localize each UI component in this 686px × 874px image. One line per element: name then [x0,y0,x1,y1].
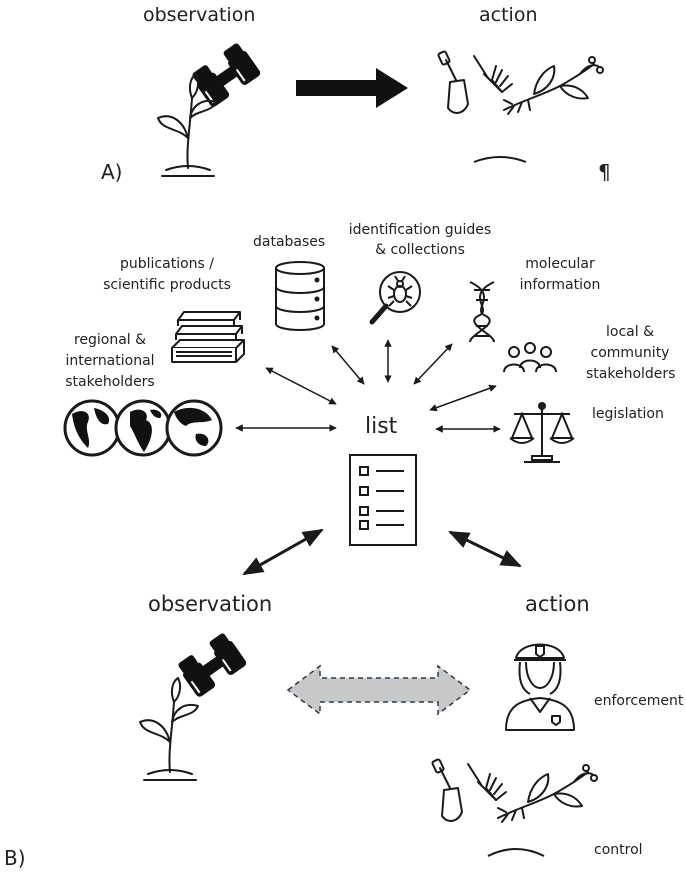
panel-a-action-label: action [479,4,538,26]
checklist-icon [349,454,417,546]
garden-tools-icon [436,49,604,115]
regional-line-1: regional & [73,332,147,348]
connector-arrows [235,339,501,433]
molecular-line-1: molecular [525,256,595,272]
local-label: local & community stakeholders [586,322,676,385]
feedback-arrow [286,664,472,716]
legislation-label: legislation [592,406,664,422]
identification-line-1: identification guides [348,222,492,238]
regional-label: regional & international stakeholders [60,330,160,393]
local-line-3: stakeholders [586,366,676,382]
control-label: control [594,842,643,858]
police-officer-icon [505,643,575,731]
databases-label: databases [253,234,326,250]
garden-tools-icon [430,757,598,823]
molecular-line-2: information [519,277,601,293]
dna-icon [469,281,495,343]
soil-mound-icon [487,848,545,857]
seedling-icon [139,677,199,781]
panel-b-observation-label: observation [148,592,273,616]
big-arrow [296,68,408,108]
pilcrow-mark: ¶ [598,160,611,184]
scales-icon [509,402,575,463]
magnifier-beetle-icon [369,271,421,325]
local-line-2: community [590,345,670,361]
panel-a-label: A) [101,160,123,184]
regional-line-3: stakeholders [65,374,155,390]
books-icon [171,311,245,363]
panel-b-label: B) [4,846,26,870]
people-icon [503,342,557,373]
globe-icon [63,399,223,457]
identification-label: identification guides & collections [346,220,494,260]
publications-line-1: publications / [120,256,214,272]
binoculars-icon [188,40,263,110]
local-line-1: local & [606,324,654,340]
database-icon [275,261,325,331]
panel-a-observation-label: observation [143,4,256,26]
identification-line-2: & collections [375,242,465,258]
regional-line-2: international [65,353,155,369]
list-output-arrows [242,528,522,576]
publications-label: publications / scientific products [96,254,238,296]
publications-line-2: scientific products [103,277,231,293]
soil-mound-icon [473,156,527,163]
list-label: list [365,414,398,439]
molecular-label: molecular information [518,254,602,296]
enforcement-label: enforcement [594,693,684,709]
panel-b-action-label: action [525,592,590,616]
binoculars-icon [174,630,249,700]
